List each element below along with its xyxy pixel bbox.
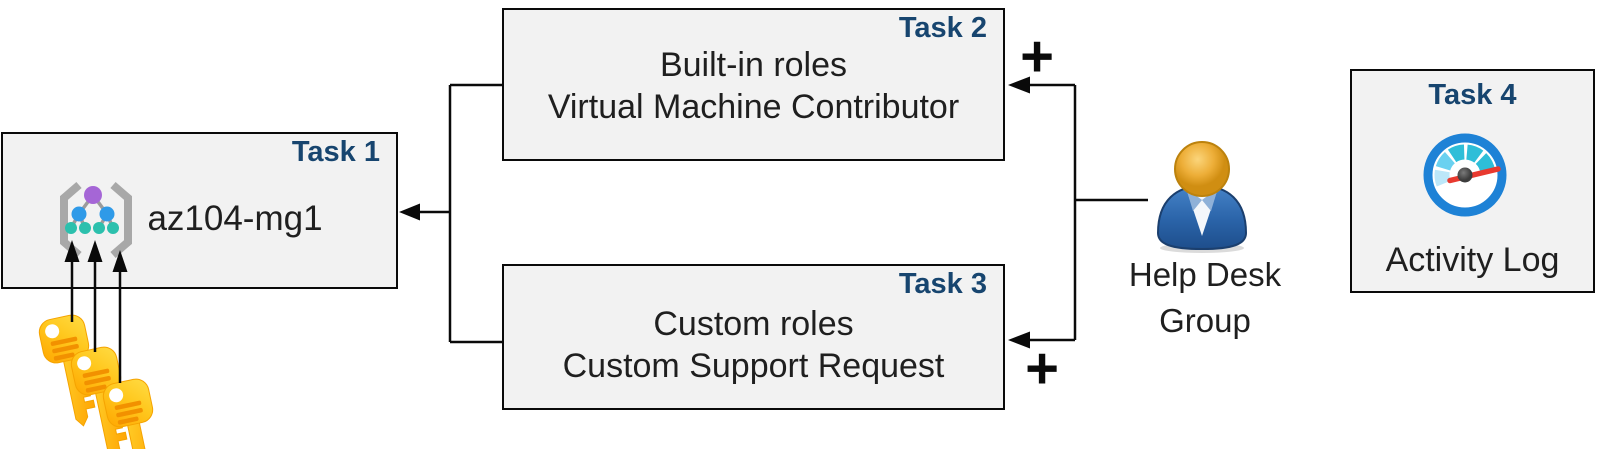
plus-icon: + [1020, 24, 1054, 89]
gauge-knob [1457, 167, 1473, 183]
child-node [71, 206, 87, 222]
keys-icon [36, 312, 170, 449]
task4-badge: Task 4 [1428, 79, 1517, 111]
tree-edges [69, 193, 115, 229]
arrowhead-task1 [399, 203, 420, 221]
task2-box: Task 2 Built-in roles Virtual Machine Co… [502, 8, 1005, 161]
plus-icon: + [1025, 336, 1059, 401]
task4-title: Activity Log [1385, 241, 1560, 279]
gauge-segment [1435, 151, 1456, 171]
task3-badge: Task 3 [898, 268, 987, 300]
task2-line2: Virtual Machine Contributor [547, 88, 960, 126]
activity-log-gauge-icon [1423, 133, 1507, 217]
actor-label-line1: Help Desk [1128, 256, 1282, 293]
user-head [1174, 141, 1230, 197]
task4-box: Task 4 Activity Log [1350, 69, 1595, 293]
task2-badge: Task 2 [898, 12, 987, 44]
task1-badge: Task 1 [291, 136, 380, 168]
gauge-segment [1447, 144, 1465, 163]
management-group-name: az104-mg1 [147, 199, 323, 238]
child-node [99, 206, 115, 222]
gauge-needle [1447, 166, 1501, 184]
root-node [84, 186, 102, 204]
leaf-node [79, 222, 91, 234]
leaf-node [93, 222, 105, 234]
task2-line1: Built-in roles [659, 46, 848, 84]
task3-box: Task 3 Custom roles Custom Support Reque… [502, 264, 1005, 410]
task3-line2: Custom Support Request [562, 347, 945, 385]
bracket-right [110, 181, 132, 259]
task1-box: Task 1 az104-mg1 [1, 132, 398, 289]
leaf-node [107, 222, 119, 234]
user-icon [1156, 141, 1248, 253]
leaf-node [65, 222, 77, 234]
gauge-segment [1434, 169, 1451, 187]
task3-line1: Custom roles [653, 305, 854, 343]
actor-label-line2: Group [1159, 302, 1251, 339]
gauge-segment [1465, 144, 1484, 163]
